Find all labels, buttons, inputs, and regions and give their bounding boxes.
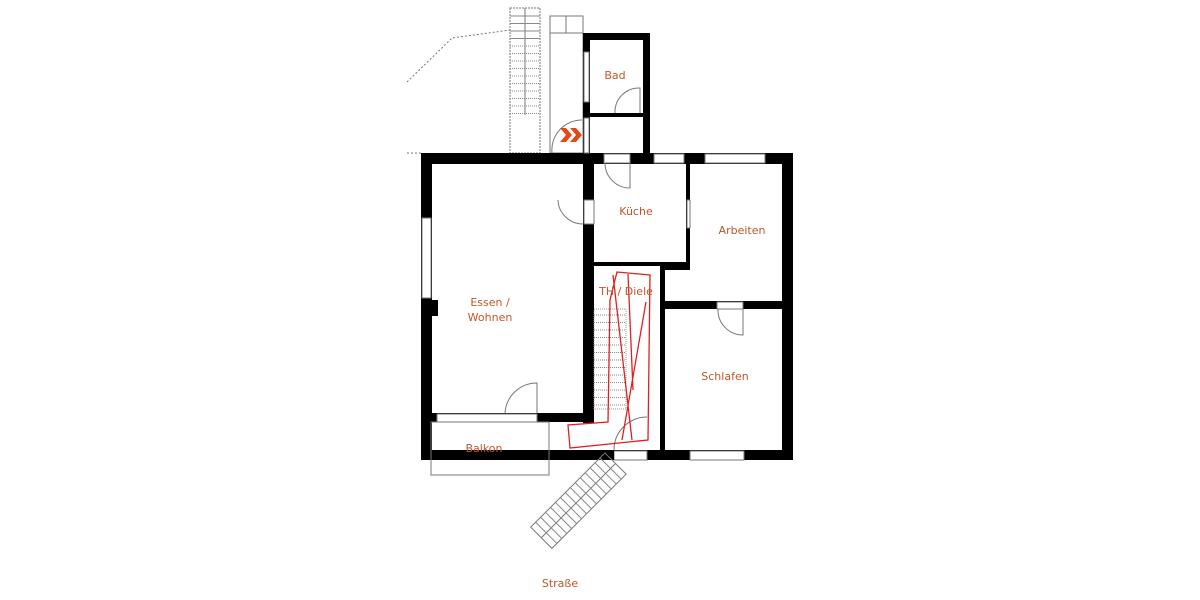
walls — [421, 33, 793, 460]
stair-tread — [574, 482, 597, 505]
room-label-diele: TH / Diele — [598, 285, 653, 298]
stair-top-left — [509, 7, 541, 154]
room-label-wohnen: Wohnen — [468, 311, 513, 324]
stair-tread — [579, 477, 602, 500]
stair-street — [529, 452, 627, 550]
stair-tread — [535, 521, 558, 544]
stair-tread — [569, 487, 592, 510]
double-chevron-right-icon — [560, 128, 582, 142]
windows — [421, 51, 766, 461]
stair-tread — [589, 467, 612, 490]
room-label-balkon: Balkon — [465, 442, 502, 455]
stair-tread — [555, 502, 577, 524]
stair-tread — [599, 457, 622, 480]
stair-tread — [550, 507, 573, 529]
stair-tread — [540, 516, 563, 539]
room-label-kueche: Küche — [619, 205, 653, 218]
street-label: Straße — [542, 577, 578, 590]
doors — [504, 87, 744, 451]
room-label-bad: Bad — [604, 69, 625, 82]
stair-tread — [564, 492, 587, 515]
hand-annotation — [567, 271, 651, 449]
stair-tread — [545, 511, 568, 534]
stair-tread — [560, 497, 582, 520]
balcony — [430, 421, 550, 476]
stair-tread — [584, 472, 607, 495]
room-label-arbeiten: Arbeiten — [719, 224, 766, 237]
room-label-schlafen: Schlafen — [701, 370, 748, 383]
terrain-line — [406, 29, 511, 83]
room-label-essen: Essen / — [470, 296, 510, 309]
stair-tread — [594, 462, 617, 485]
